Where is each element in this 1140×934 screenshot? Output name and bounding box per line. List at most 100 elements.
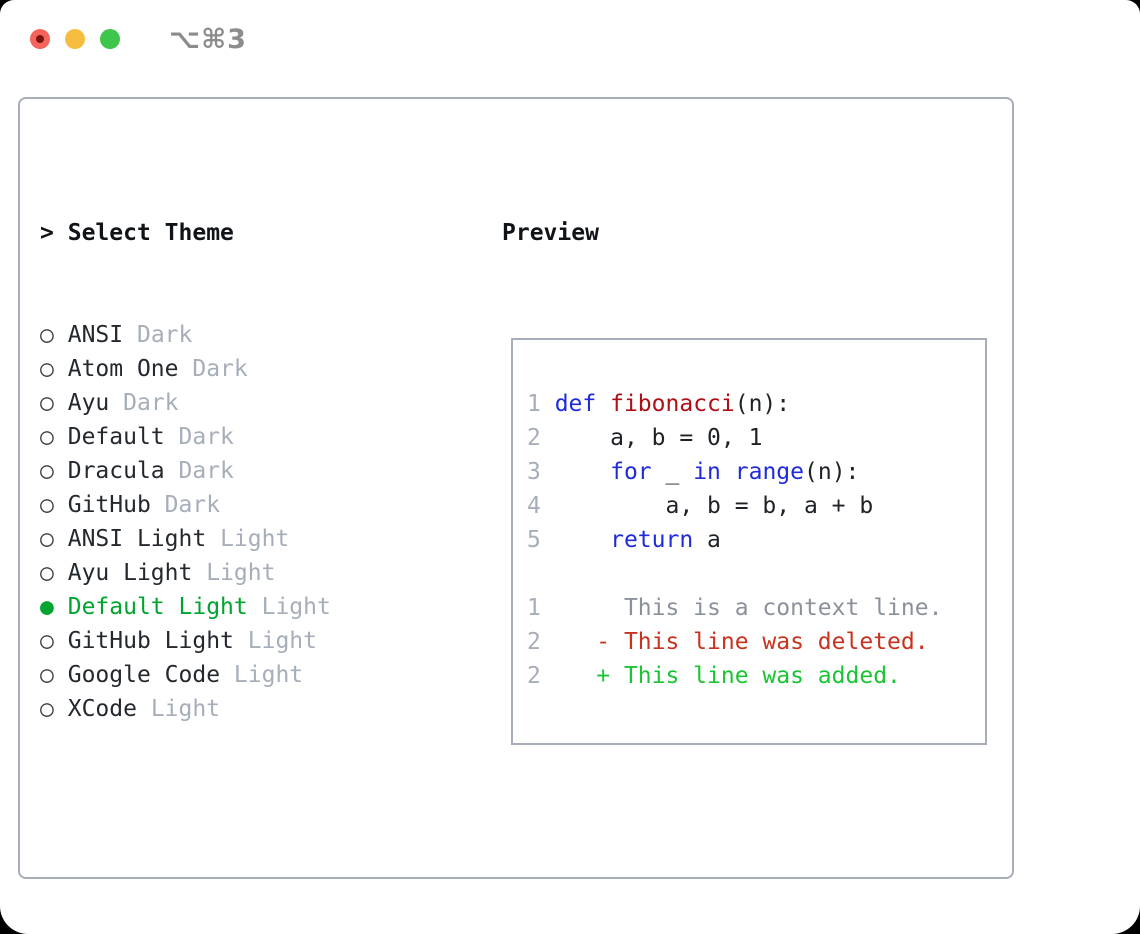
radio-unselected-icon: ○ [40,560,54,586]
line-number: 4 [527,493,555,519]
theme-option-default-dark[interactable]: ○ Default Dark [40,420,428,454]
line-number: 1 [527,595,555,621]
theme-name: Ayu Light [67,560,193,586]
code-token: (n): [734,391,791,417]
theme-option-ayu-dark[interactable]: ○ Ayu Dark [40,386,428,420]
apply-to-section: Apply To ● User Settings○ Workspace Sett… [40,862,428,934]
theme-list-header: > Select Theme [40,216,428,250]
code-token [555,459,610,485]
code-line: 2 + This line was added. [527,659,985,693]
radio-unselected-icon: ○ [40,458,54,484]
theme-option-ayu-light-light[interactable]: ○ Ayu Light Light [40,556,428,590]
theme-variant-tag: Light [150,696,221,722]
theme-name: ANSI [67,322,124,348]
line-number: 5 [527,527,555,553]
keyword-token: range [734,459,804,485]
theme-name: Google Code [67,662,221,688]
code-token: a, b = 0, 1 [554,425,763,451]
close-button[interactable] [30,29,50,49]
preview-pane: Preview 1 def fibonacci(n):2 a, b = 0, 1… [502,148,987,813]
theme-variant-tag: Dark [164,492,221,518]
code-token [555,527,610,553]
code-line: 5 return a [527,523,985,557]
tui-frame: > Select Theme ○ ANSI Dark○ Atom One Dar… [18,97,1014,879]
close-dot-icon [36,35,44,43]
preview-title: Preview [502,220,599,246]
focus-caret-icon: > [40,220,54,246]
code-line: 2 - This line was deleted. [527,625,985,659]
theme-option-atom-one-dark[interactable]: ○ Atom One Dark [40,352,428,386]
radio-unselected-icon: ○ [40,322,54,348]
theme-variant-tag: Light [247,628,317,654]
radio-unselected-icon: ○ [40,424,54,450]
window-title: ⌥⌘3 [169,23,247,55]
theme-variant-tag: Dark [178,424,234,450]
code-token: a, b = b, a + b [554,493,874,519]
radio-unselected-icon: ○ [40,390,54,416]
theme-option-xcode-light[interactable]: ○ XCode Light [40,692,428,726]
line-number: 1 [527,391,555,417]
theme-option-google-code-light[interactable]: ○ Google Code Light [40,658,428,692]
line-number: 3 [527,459,555,485]
theme-option-github-light-light[interactable]: ○ GitHub Light Light [40,624,428,658]
theme-name: Default [67,424,165,450]
keyword-token: return [610,527,694,553]
theme-name: Default Light [67,594,248,620]
code-token: a [693,527,721,553]
code-token: (n): [804,459,860,485]
line-number: 2 [527,663,555,689]
theme-option-github-dark[interactable]: ○ GitHub Dark [40,488,428,522]
theme-name: XCode [67,696,137,722]
theme-variant-tag: Light [261,594,331,620]
theme-option-ansi-light-light[interactable]: ○ ANSI Light Light [40,522,428,556]
theme-option-default-light-light[interactable]: ● Default Light Light [40,590,428,624]
titlebar: ⌥⌘3 [30,24,247,55]
theme-option-dracula-dark[interactable]: ○ Dracula Dark [40,454,428,488]
theme-variant-tag: Dark [178,458,234,484]
code-line: 4 a, b = b, a + b [527,489,985,523]
theme-variant-tag: Light [220,526,290,552]
keyword-token: in [693,459,721,485]
theme-name: GitHub [67,492,151,518]
theme-variant-tag: Light [206,560,276,586]
zoom-button[interactable] [100,29,120,49]
theme-name: Ayu [67,390,110,416]
theme-name: GitHub Light [67,628,234,654]
theme-picker-pane: > Select Theme ○ ANSI Dark○ Atom One Dar… [40,148,428,934]
code-line: 2 a, b = 0, 1 [527,421,985,455]
radio-selected-icon: ● [40,594,54,620]
code-token [596,391,610,417]
keyword-token: for [610,459,652,485]
line-number: 2 [527,425,555,451]
function-token: fibonacci [610,391,735,417]
line-number: 2 [527,629,555,655]
theme-name: ANSI Light [67,526,207,552]
diff-added-text: + This line was added. [554,663,901,689]
radio-unselected-icon: ○ [40,356,54,382]
code-token: _ [651,459,694,485]
code-line [527,557,985,591]
theme-variant-tag: Dark [192,356,248,382]
theme-name: Atom One [67,356,179,382]
theme-variant-tag: Dark [136,322,193,348]
code-line: 3 for _ in range(n): [527,455,985,489]
radio-unselected-icon: ○ [40,696,54,722]
radio-unselected-icon: ○ [40,662,54,688]
code-line: 1 This is a context line. [527,591,985,625]
radio-unselected-icon: ○ [40,526,54,552]
apply-to-header: Apply To [40,930,428,934]
theme-list: ○ ANSI Dark○ Atom One Dark○ Ayu Dark○ De… [40,318,428,726]
theme-option-ansi-dark[interactable]: ○ ANSI Dark [40,318,428,352]
diff-deleted-text: - This line was deleted. [554,629,929,655]
code-token [721,459,735,485]
diff-context-text: This is a context line. [554,595,943,621]
theme-list-title: Select Theme [67,220,234,246]
code-line: 1 def fibonacci(n): [527,387,985,421]
theme-variant-tag: Light [233,662,304,688]
radio-unselected-icon: ○ [40,492,54,518]
theme-name: Dracula [67,458,165,484]
keyword-token: def [554,391,597,417]
minimize-button[interactable] [65,29,85,49]
